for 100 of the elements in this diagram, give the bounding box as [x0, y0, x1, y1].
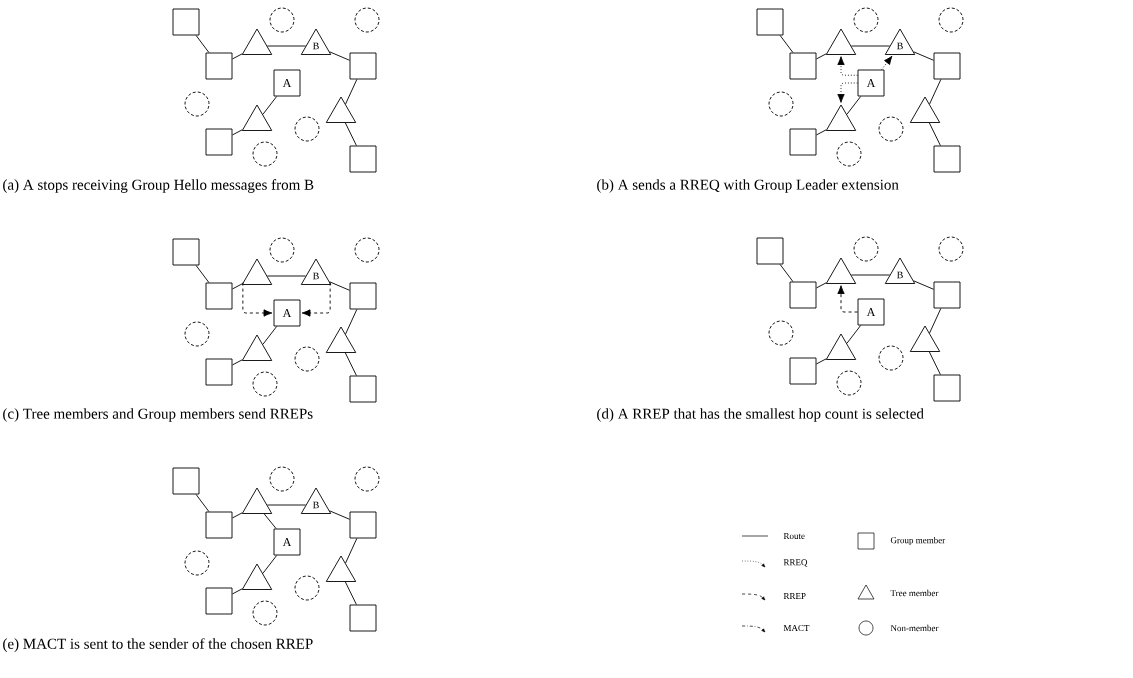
route-line	[345, 309, 358, 335]
arrow	[837, 285, 858, 313]
caption: (d) A RREP that has the smallest hop count is selected	[597, 408, 924, 422]
circle-node	[252, 141, 278, 167]
route-line	[195, 494, 210, 512]
legend-label: RREQ	[783, 559, 808, 567]
route-line	[846, 325, 862, 344]
route-line	[232, 53, 243, 60]
circle-node	[938, 7, 964, 33]
route-line	[345, 79, 358, 105]
square-node	[349, 604, 377, 632]
route-line	[266, 504, 307, 506]
square-node	[349, 375, 377, 403]
square-node	[789, 52, 817, 80]
circle-node	[853, 236, 879, 262]
square-node	[205, 358, 233, 386]
square-node	[349, 511, 377, 539]
circle-node	[184, 321, 210, 347]
square-node	[349, 52, 377, 80]
circle-node	[294, 116, 320, 142]
triangle-node: B	[884, 257, 916, 284]
square-node	[756, 8, 784, 36]
circle-node	[768, 91, 794, 117]
square-node: A	[857, 69, 885, 97]
square-node: A	[857, 298, 885, 326]
square-node	[933, 374, 961, 402]
route-line	[913, 280, 934, 290]
square-node	[789, 128, 817, 156]
triangle-node	[825, 104, 857, 131]
legend-label: MACT	[783, 625, 810, 632]
circle-node	[269, 237, 295, 263]
route-line	[266, 45, 307, 47]
triangle-node	[241, 258, 273, 285]
triangle-node: B	[884, 28, 916, 55]
circle-node	[252, 371, 278, 397]
route-line	[262, 96, 278, 115]
triangle-node	[241, 487, 273, 514]
circle-node	[836, 141, 862, 167]
route-line	[263, 513, 277, 529]
route-line	[779, 35, 794, 53]
route-line	[850, 274, 891, 276]
square-node	[789, 357, 817, 385]
square-node	[349, 282, 377, 310]
route-line	[232, 129, 243, 136]
route-line	[329, 510, 350, 520]
route-line	[344, 122, 357, 146]
circle-node	[294, 575, 320, 601]
arrow	[837, 56, 858, 76]
legend-label: RREP	[783, 593, 806, 599]
circle-node	[878, 345, 904, 371]
legend-label: Group member	[890, 536, 946, 546]
square-node	[933, 281, 961, 309]
route-line	[913, 51, 934, 61]
circle-node	[252, 600, 278, 626]
triangle-node: B	[300, 258, 332, 285]
circle-node	[836, 370, 862, 396]
route-line	[816, 358, 827, 365]
arrow	[881, 55, 893, 70]
square-node: A	[273, 528, 301, 556]
arrow	[242, 282, 273, 317]
legend-label: Tree member	[890, 589, 939, 597]
circle-node	[878, 116, 904, 142]
caption: (a) A stops receiving Group Hello messages from B	[3, 179, 314, 193]
circle-node	[354, 466, 380, 492]
circle-node	[184, 91, 210, 117]
route-line	[344, 352, 357, 376]
caption: (b) A sends a RREQ with Group Leader extension	[597, 179, 899, 193]
square-node	[172, 8, 200, 36]
triangle-node	[825, 257, 857, 284]
square-node: A	[273, 299, 301, 327]
route-line	[232, 512, 243, 519]
triangle-node	[909, 325, 941, 352]
route-line	[846, 96, 862, 115]
triangle-node	[325, 326, 357, 353]
arrow	[301, 282, 331, 317]
route-line	[266, 275, 307, 277]
circle-node	[938, 236, 964, 262]
route-line	[816, 53, 827, 60]
triangle-node	[825, 333, 857, 360]
triangle-node	[825, 28, 857, 55]
circle-node	[269, 466, 295, 492]
route-line	[929, 79, 942, 105]
square-node	[933, 52, 961, 80]
route-line	[195, 35, 210, 53]
square-node	[172, 238, 200, 266]
route-line	[928, 351, 941, 375]
caption: (c) Tree members and Group members send RREPs	[3, 408, 313, 422]
route-line	[779, 264, 794, 282]
square-node	[349, 145, 377, 173]
circle-node	[294, 346, 320, 372]
square-node	[205, 587, 233, 615]
square-node	[205, 128, 233, 156]
route-line	[262, 326, 278, 345]
route-line	[344, 581, 357, 605]
caption: (e) MACT is sent to the sender of the chosen RREP	[3, 638, 313, 652]
legend-label: Route	[783, 533, 805, 539]
triangle-node	[241, 334, 273, 361]
route-line	[262, 555, 278, 574]
route-line	[929, 308, 942, 334]
route-line	[329, 281, 350, 291]
